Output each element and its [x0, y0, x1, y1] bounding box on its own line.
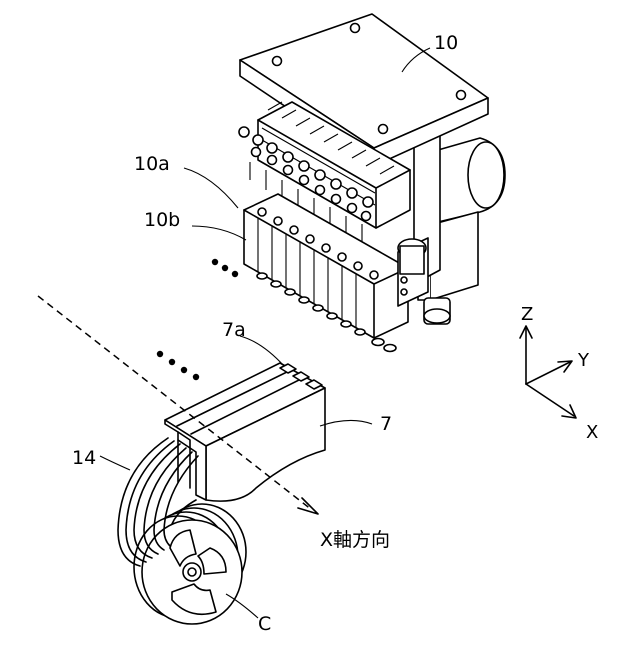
- label-guide: 7: [380, 413, 392, 435]
- label-reel: C: [258, 613, 271, 635]
- guide-block: [165, 363, 325, 501]
- axis-y-label: Y: [577, 350, 590, 371]
- label-lower-rows: 10b: [144, 209, 180, 231]
- coordinate-axes: Z Y X: [520, 304, 598, 443]
- label-tubes: 14: [72, 447, 96, 469]
- label-upper-rows: 10a: [134, 153, 170, 175]
- label-direction: X軸方向: [320, 529, 390, 551]
- head-unit: [239, 14, 505, 352]
- axis-x-label: X: [586, 422, 598, 443]
- axis-z-label: Z: [521, 304, 533, 325]
- label-outlets: 7a: [222, 319, 246, 341]
- reel: [134, 504, 246, 624]
- label-head: 10: [434, 32, 458, 54]
